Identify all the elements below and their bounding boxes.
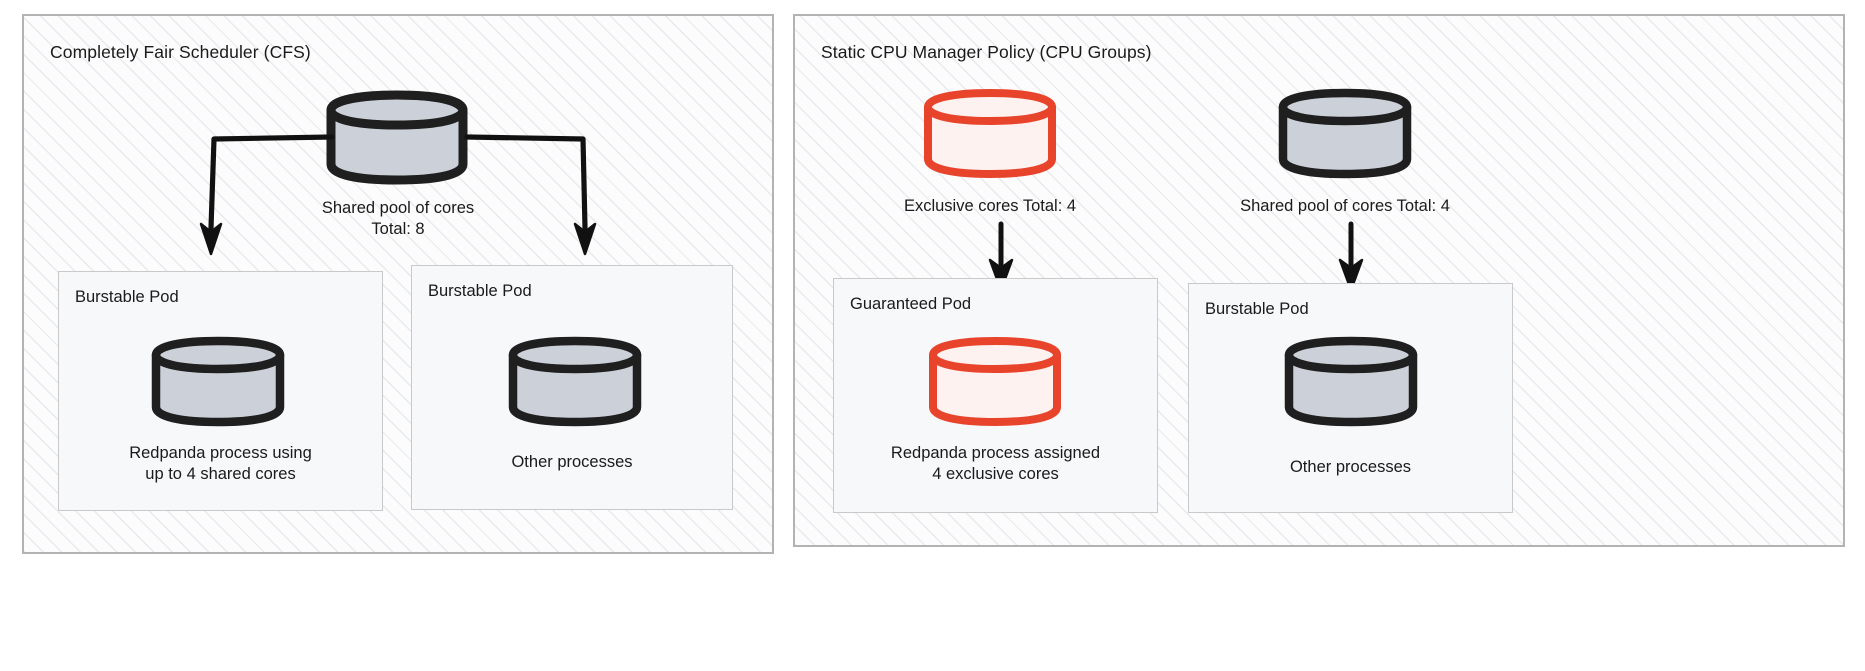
pod-burstable-static-title: Burstable Pod	[1205, 300, 1309, 318]
pod-guaranteed-caption: Redpanda process assigned 4 exclusive co…	[890, 444, 1101, 483]
cylinder-gray-icon	[1275, 88, 1415, 179]
pod-burstable-right-title: Burstable Pod	[428, 282, 532, 300]
pod-burstable-right-caption: Other processes	[511, 453, 633, 471]
connector-pool-to-left-pod	[196, 128, 336, 258]
cylinder-red-icon	[920, 89, 1060, 178]
cylinder-gray-icon	[1281, 336, 1421, 427]
shared-pool-caption: Shared pool of cores Total: 8	[321, 199, 475, 238]
pod-guaranteed-title: Guaranteed Pod	[850, 295, 972, 313]
cylinder-gray-icon	[148, 336, 288, 427]
pod-burstable-left-caption: Redpanda process using up to 4 shared co…	[129, 444, 312, 483]
exclusive-pool-caption: Exclusive cores Total: 4	[903, 197, 1077, 215]
cylinder-gray-icon	[323, 90, 471, 185]
connector-shared-to-burstable	[1333, 221, 1369, 292]
pod-burstable-static-caption: Other processes	[1289, 458, 1412, 476]
panel-cfs-title: Completely Fair Scheduler (CFS)	[50, 42, 311, 62]
shared-pool-static-caption: Shared pool of cores Total: 4	[1240, 197, 1450, 215]
pod-burstable-left: Burstable Pod	[58, 271, 383, 511]
cylinder-gray-icon	[505, 336, 645, 427]
connector-pool-to-right-pod	[463, 128, 603, 258]
cylinder-red-icon	[925, 337, 1065, 426]
pod-burstable-left-title: Burstable Pod	[75, 288, 179, 306]
panel-static-title: Static CPU Manager Policy (CPU Groups)	[821, 42, 1152, 62]
